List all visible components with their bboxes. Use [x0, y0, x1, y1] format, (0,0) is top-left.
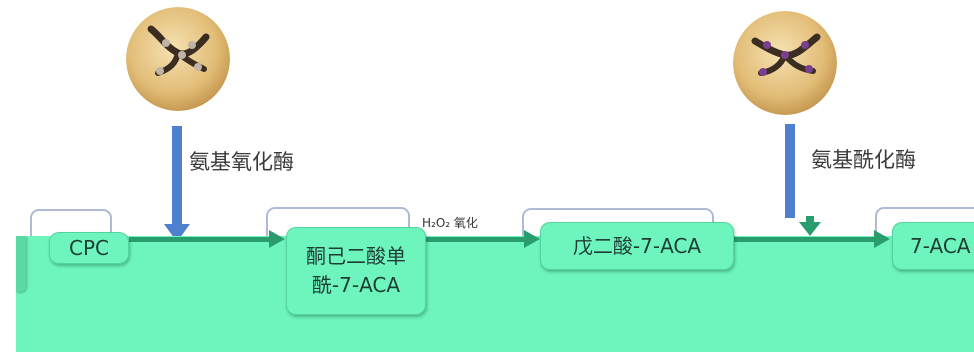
- step-label: 7-ACA: [910, 233, 971, 258]
- arrow-right-icon: [524, 230, 540, 248]
- step-box-keto-adipyl-7aca: 酮己二酸单 酰-7-ACA: [286, 227, 426, 315]
- arrow-down-icon: [799, 222, 821, 236]
- enzyme-arrow-2-tip-shaft: [806, 216, 814, 224]
- overlay-left-tab: [16, 236, 26, 292]
- step-box-glutaryl-7aca: 戊二酸-7-ACA: [540, 222, 734, 270]
- step-label-line-2: 酰-7-ACA: [311, 273, 401, 297]
- step-label-line-1: 酮己二酸单: [306, 244, 406, 268]
- enzyme-label-acylase: 氨基酰化酶: [811, 148, 916, 172]
- flow-arrow-3: [734, 237, 876, 242]
- enzyme-sphere-icon-2: [733, 11, 837, 115]
- oxidation-label: H₂O₂ 氧化: [422, 216, 478, 230]
- step-label: 戊二酸-7-ACA: [572, 233, 702, 258]
- step-box-cpc: CPC: [49, 232, 129, 264]
- flow-arrow-2: [426, 237, 526, 242]
- step-box-7aca: 7-ACA: [892, 222, 974, 270]
- arrow-right-icon: [269, 230, 285, 248]
- enzyme-sphere-icon-1: [126, 7, 230, 111]
- enzyme-label-oxidase: 氨基氧化酶: [189, 150, 294, 174]
- arrow-right-icon: [874, 230, 890, 248]
- step-label: CPC: [69, 235, 109, 260]
- flow-arrow-1: [129, 237, 271, 242]
- overlay-panel: [16, 236, 974, 352]
